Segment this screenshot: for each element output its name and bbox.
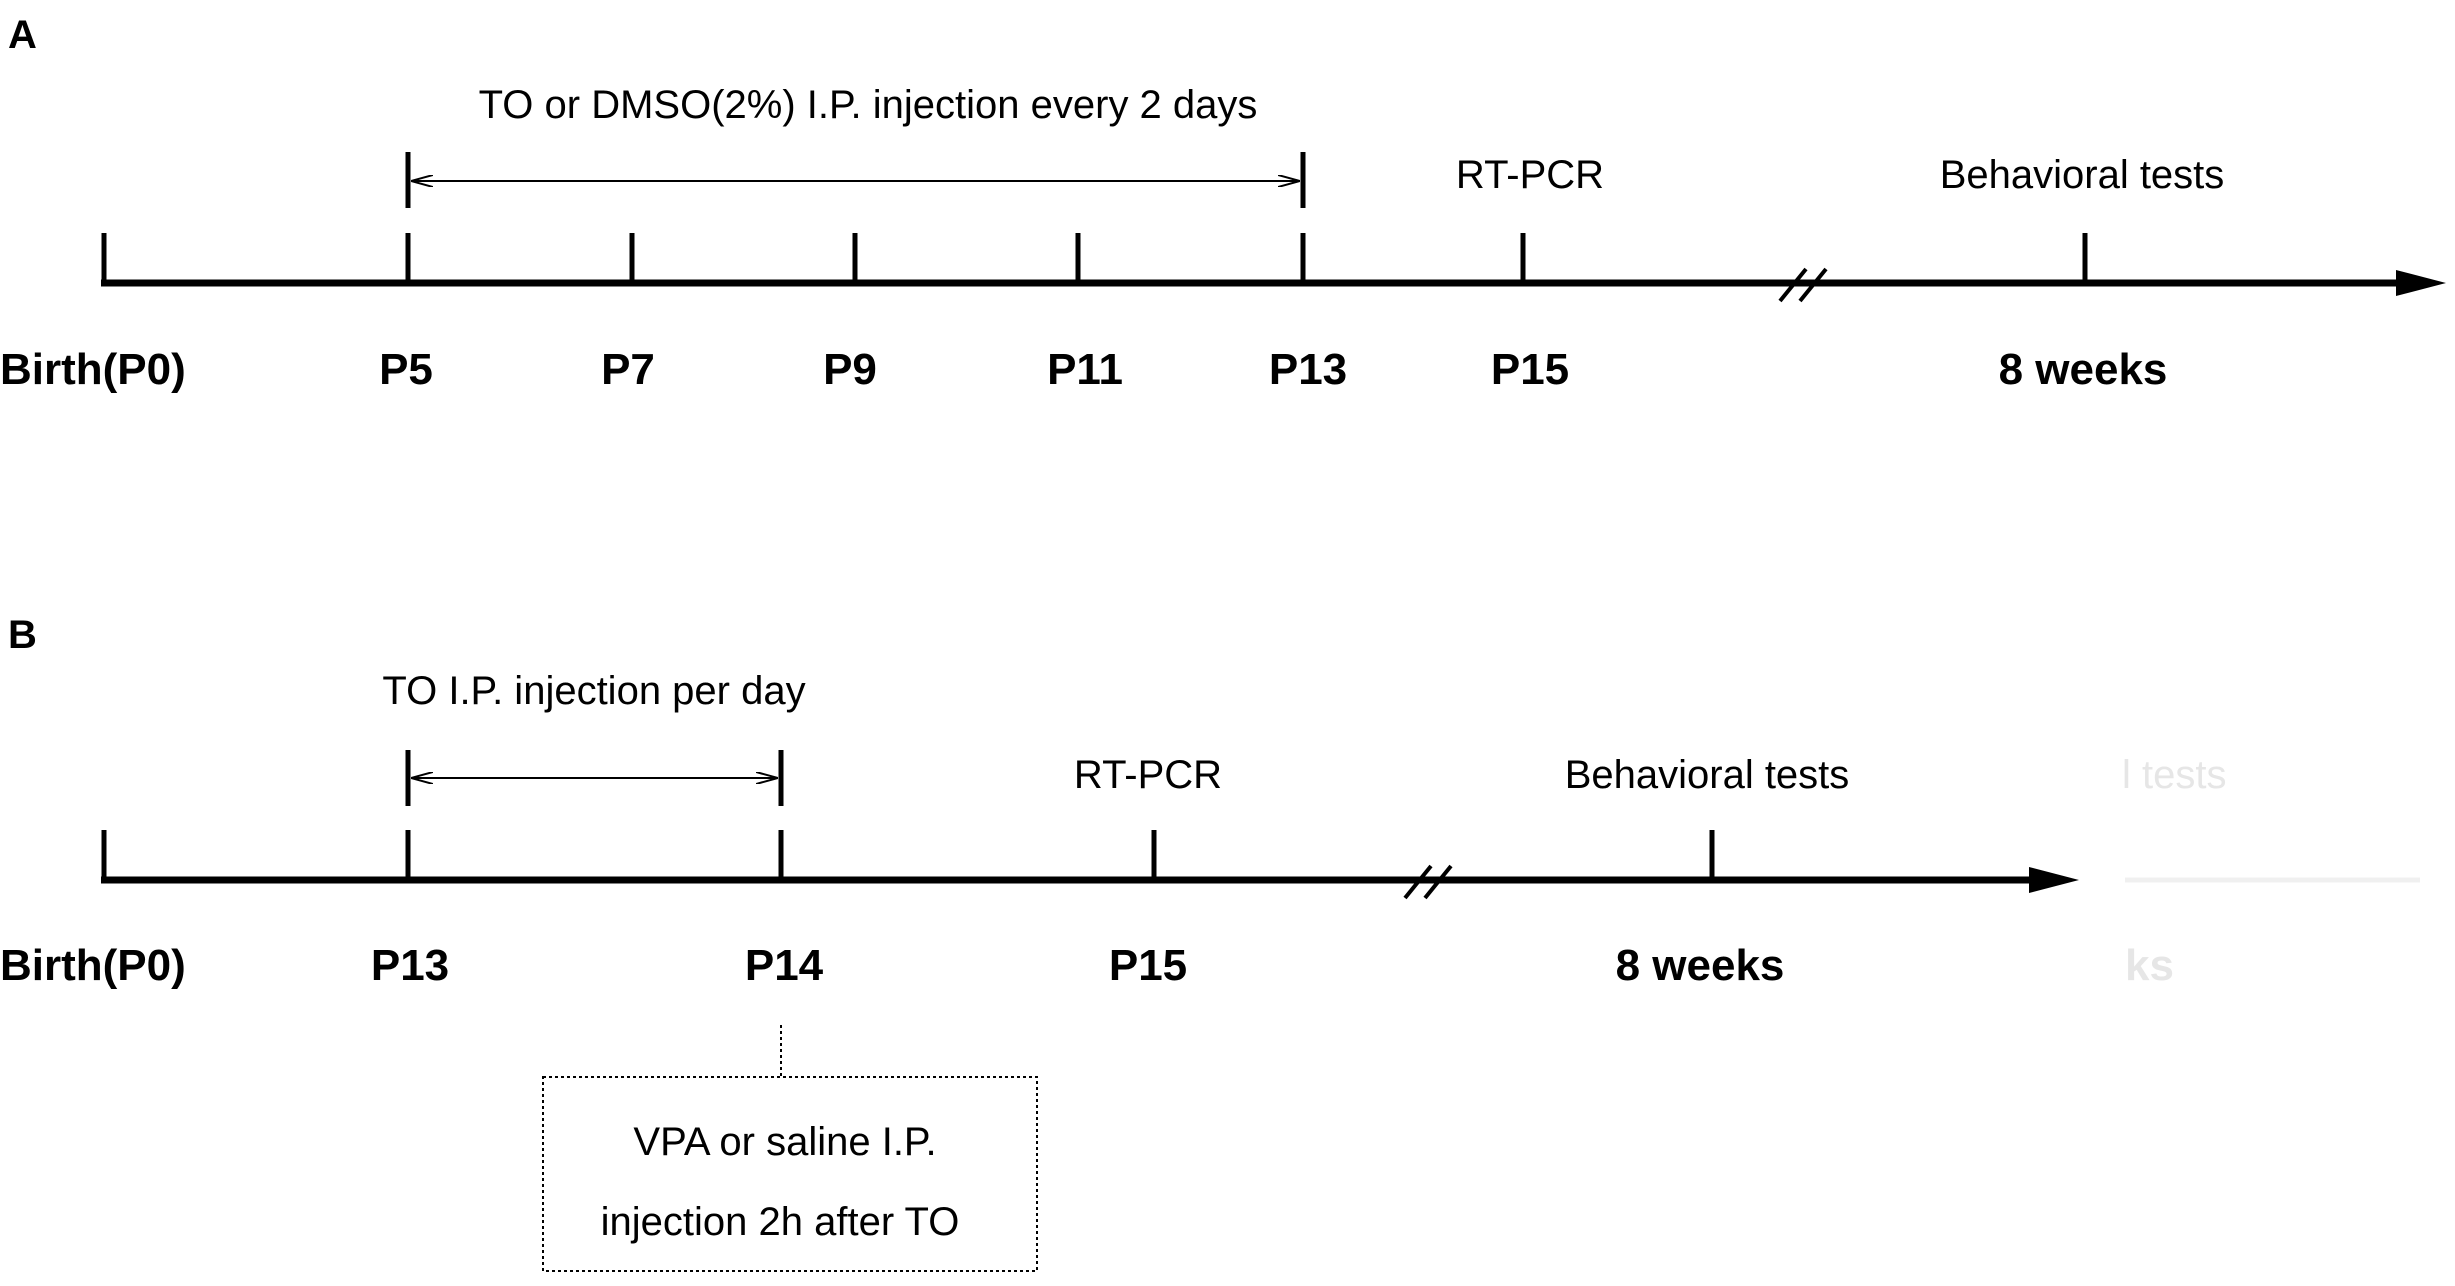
panel-a-tick-label: P15 (1491, 345, 1569, 394)
panel-a-tick-label: P7 (601, 345, 655, 394)
panel-a-tick-label: P13 (1269, 345, 1347, 394)
panel-b-axis-arrowhead (2029, 867, 2079, 893)
panel-b-treatment-label: TO I.P. injection per day (382, 669, 805, 713)
panel-b-tick-label: 8 weeks (1616, 941, 1785, 990)
panel-a-letter: A (8, 13, 37, 57)
panel-b-note-box (542, 1076, 1038, 1272)
panel-a-axis-arrowhead (2396, 270, 2446, 296)
panel-b-tick-label: P14 (745, 941, 824, 990)
panel-a-tick-label: P5 (379, 345, 433, 394)
panel-b-note-line-2: injection 2h after TO (601, 1200, 960, 1244)
panel-b-tick-label: Birth(P0) (0, 941, 186, 990)
panel-b-behavior-label: Behavioral tests (1565, 753, 1850, 797)
panel-b-ghost-text: l tests (2122, 753, 2226, 797)
panel-b-letter: B (8, 613, 37, 657)
panel-b-note-line-1: VPA or saline I.P. (633, 1120, 936, 1164)
panel-b-axis-break-mark (1403, 864, 1433, 900)
panel-a-rtpcr-label: RT-PCR (1456, 153, 1604, 197)
panel-b: B TO I.P. injection per day RT-PCR Behav… (0, 613, 2420, 1272)
panel-a-tick-label: P9 (823, 345, 877, 394)
panel-a: A TO or DMSO(2%) I.P. injection every 2 … (0, 13, 2446, 394)
panel-a-behavior-label: Behavioral tests (1940, 153, 2225, 197)
panel-a-treatment-label: TO or DMSO(2%) I.P. injection every 2 da… (479, 83, 1258, 127)
panel-b-rtpcr-label: RT-PCR (1074, 753, 1222, 797)
panel-a-tick-label: 8 weeks (1999, 345, 2168, 394)
panel-b-tick-label: P15 (1109, 941, 1187, 990)
panel-a-axis-break-mark (1798, 267, 1828, 303)
panel-b-tick-label: P13 (371, 941, 449, 990)
panel-a-tick-label: Birth(P0) (0, 345, 186, 394)
panel-a-axis-break-mark (1778, 267, 1808, 303)
panel-b-axis-break-mark (1423, 864, 1453, 900)
panel-a-tick-label: P11 (1047, 345, 1123, 394)
panel-b-ghost-text: ks (2125, 941, 2174, 990)
